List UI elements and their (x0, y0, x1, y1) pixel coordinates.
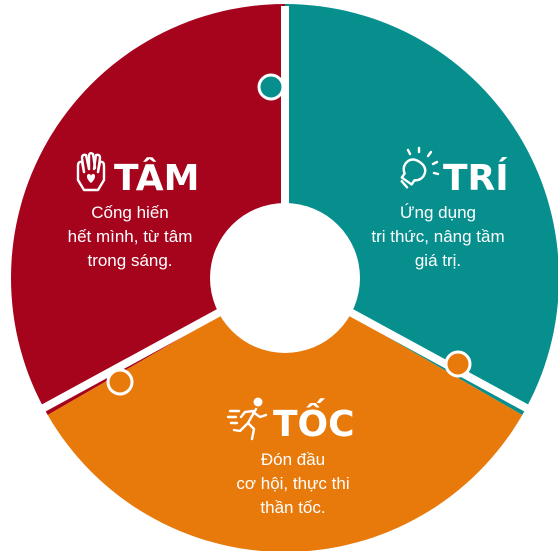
desc-tri-line-2: tri thức, nâng tầm (371, 227, 504, 246)
toc-block: TỐC Đón đầu cơ hội, thực thi thần tốc. (226, 397, 355, 517)
heart-hands-icon (76, 152, 106, 192)
puzzle-tab-top (257, 73, 285, 101)
center-hole (210, 203, 360, 353)
desc-toc-line-3: thần tốc. (260, 498, 325, 517)
desc-tri-line-3: giá trị. (415, 251, 461, 270)
title-tri: TRÍ (443, 157, 509, 199)
desc-toc-line-2: cơ hội, thực thi (236, 474, 349, 493)
desc-tam-line-1: Cống hiến (91, 203, 169, 222)
tam-block: TÂM Cống hiến hết mình, từ tâm trong sán… (68, 152, 199, 270)
separator-right (348, 308, 532, 414)
tri-block: TRÍ Ứng dụng tri thức, nâng tầm giá trị. (371, 146, 509, 270)
lightbulb-icon (400, 146, 440, 189)
segment-toc (47, 314, 523, 551)
running-person-icon (226, 397, 268, 441)
title-toc: TỐC (273, 398, 355, 445)
segment-separators (38, 6, 532, 414)
desc-tri-line-1: Ứng dụng (400, 203, 476, 222)
desc-tam-line-3: trong sáng. (87, 251, 172, 270)
puzzle-tab-right (444, 350, 472, 378)
separator-left (38, 308, 222, 414)
desc-toc-line-1: Đón đầu (261, 450, 325, 469)
desc-tam-line-2: hết mình, từ tâm (68, 227, 193, 246)
title-tam: TÂM (114, 157, 199, 199)
puzzle-tab-left (106, 368, 134, 396)
